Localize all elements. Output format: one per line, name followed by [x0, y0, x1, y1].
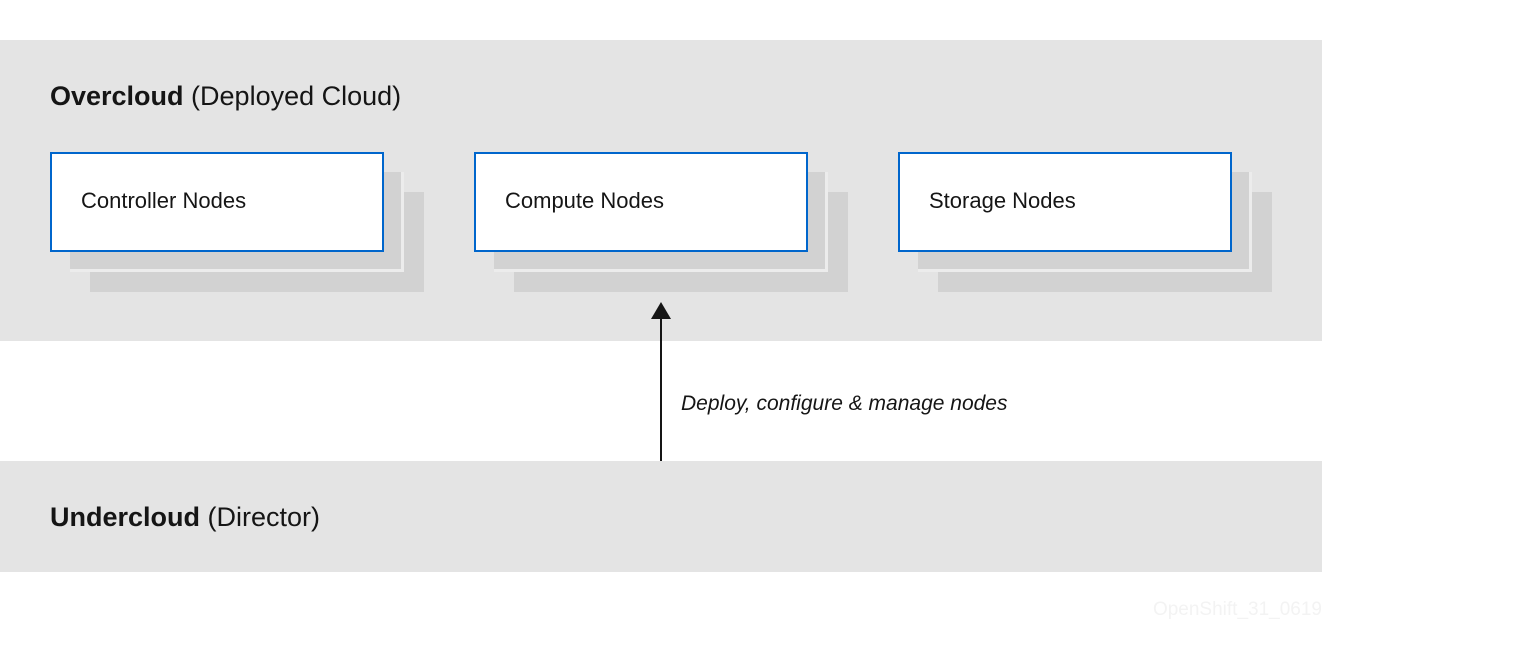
undercloud-band: [0, 461, 1322, 572]
compute-nodes-group: Compute Nodes: [474, 152, 849, 292]
overcloud-title: Overcloud (Deployed Cloud): [50, 83, 401, 110]
undercloud-title-rest: (Director): [200, 502, 321, 532]
storage-nodes-label: Storage Nodes: [929, 188, 1076, 213]
overcloud-title-bold: Overcloud: [50, 81, 184, 111]
overcloud-title-rest: (Deployed Cloud): [183, 81, 402, 111]
watermark: OpenShift_31_0619: [1152, 599, 1322, 620]
undercloud-title: Undercloud (Director): [50, 504, 320, 531]
storage-nodes-box: Storage Nodes: [898, 152, 1232, 252]
compute-nodes-label: Compute Nodes: [505, 188, 664, 213]
controller-nodes-label: Controller Nodes: [81, 188, 247, 213]
compute-nodes-box: Compute Nodes: [474, 152, 808, 252]
storage-nodes-group: Storage Nodes: [898, 152, 1273, 292]
controller-nodes-box: Controller Nodes: [50, 152, 384, 252]
deploy-arrow-label: Deploy, configure & manage nodes: [681, 392, 1008, 415]
undercloud-title-bold: Undercloud: [50, 502, 201, 532]
controller-nodes-group: Controller Nodes: [50, 152, 425, 292]
